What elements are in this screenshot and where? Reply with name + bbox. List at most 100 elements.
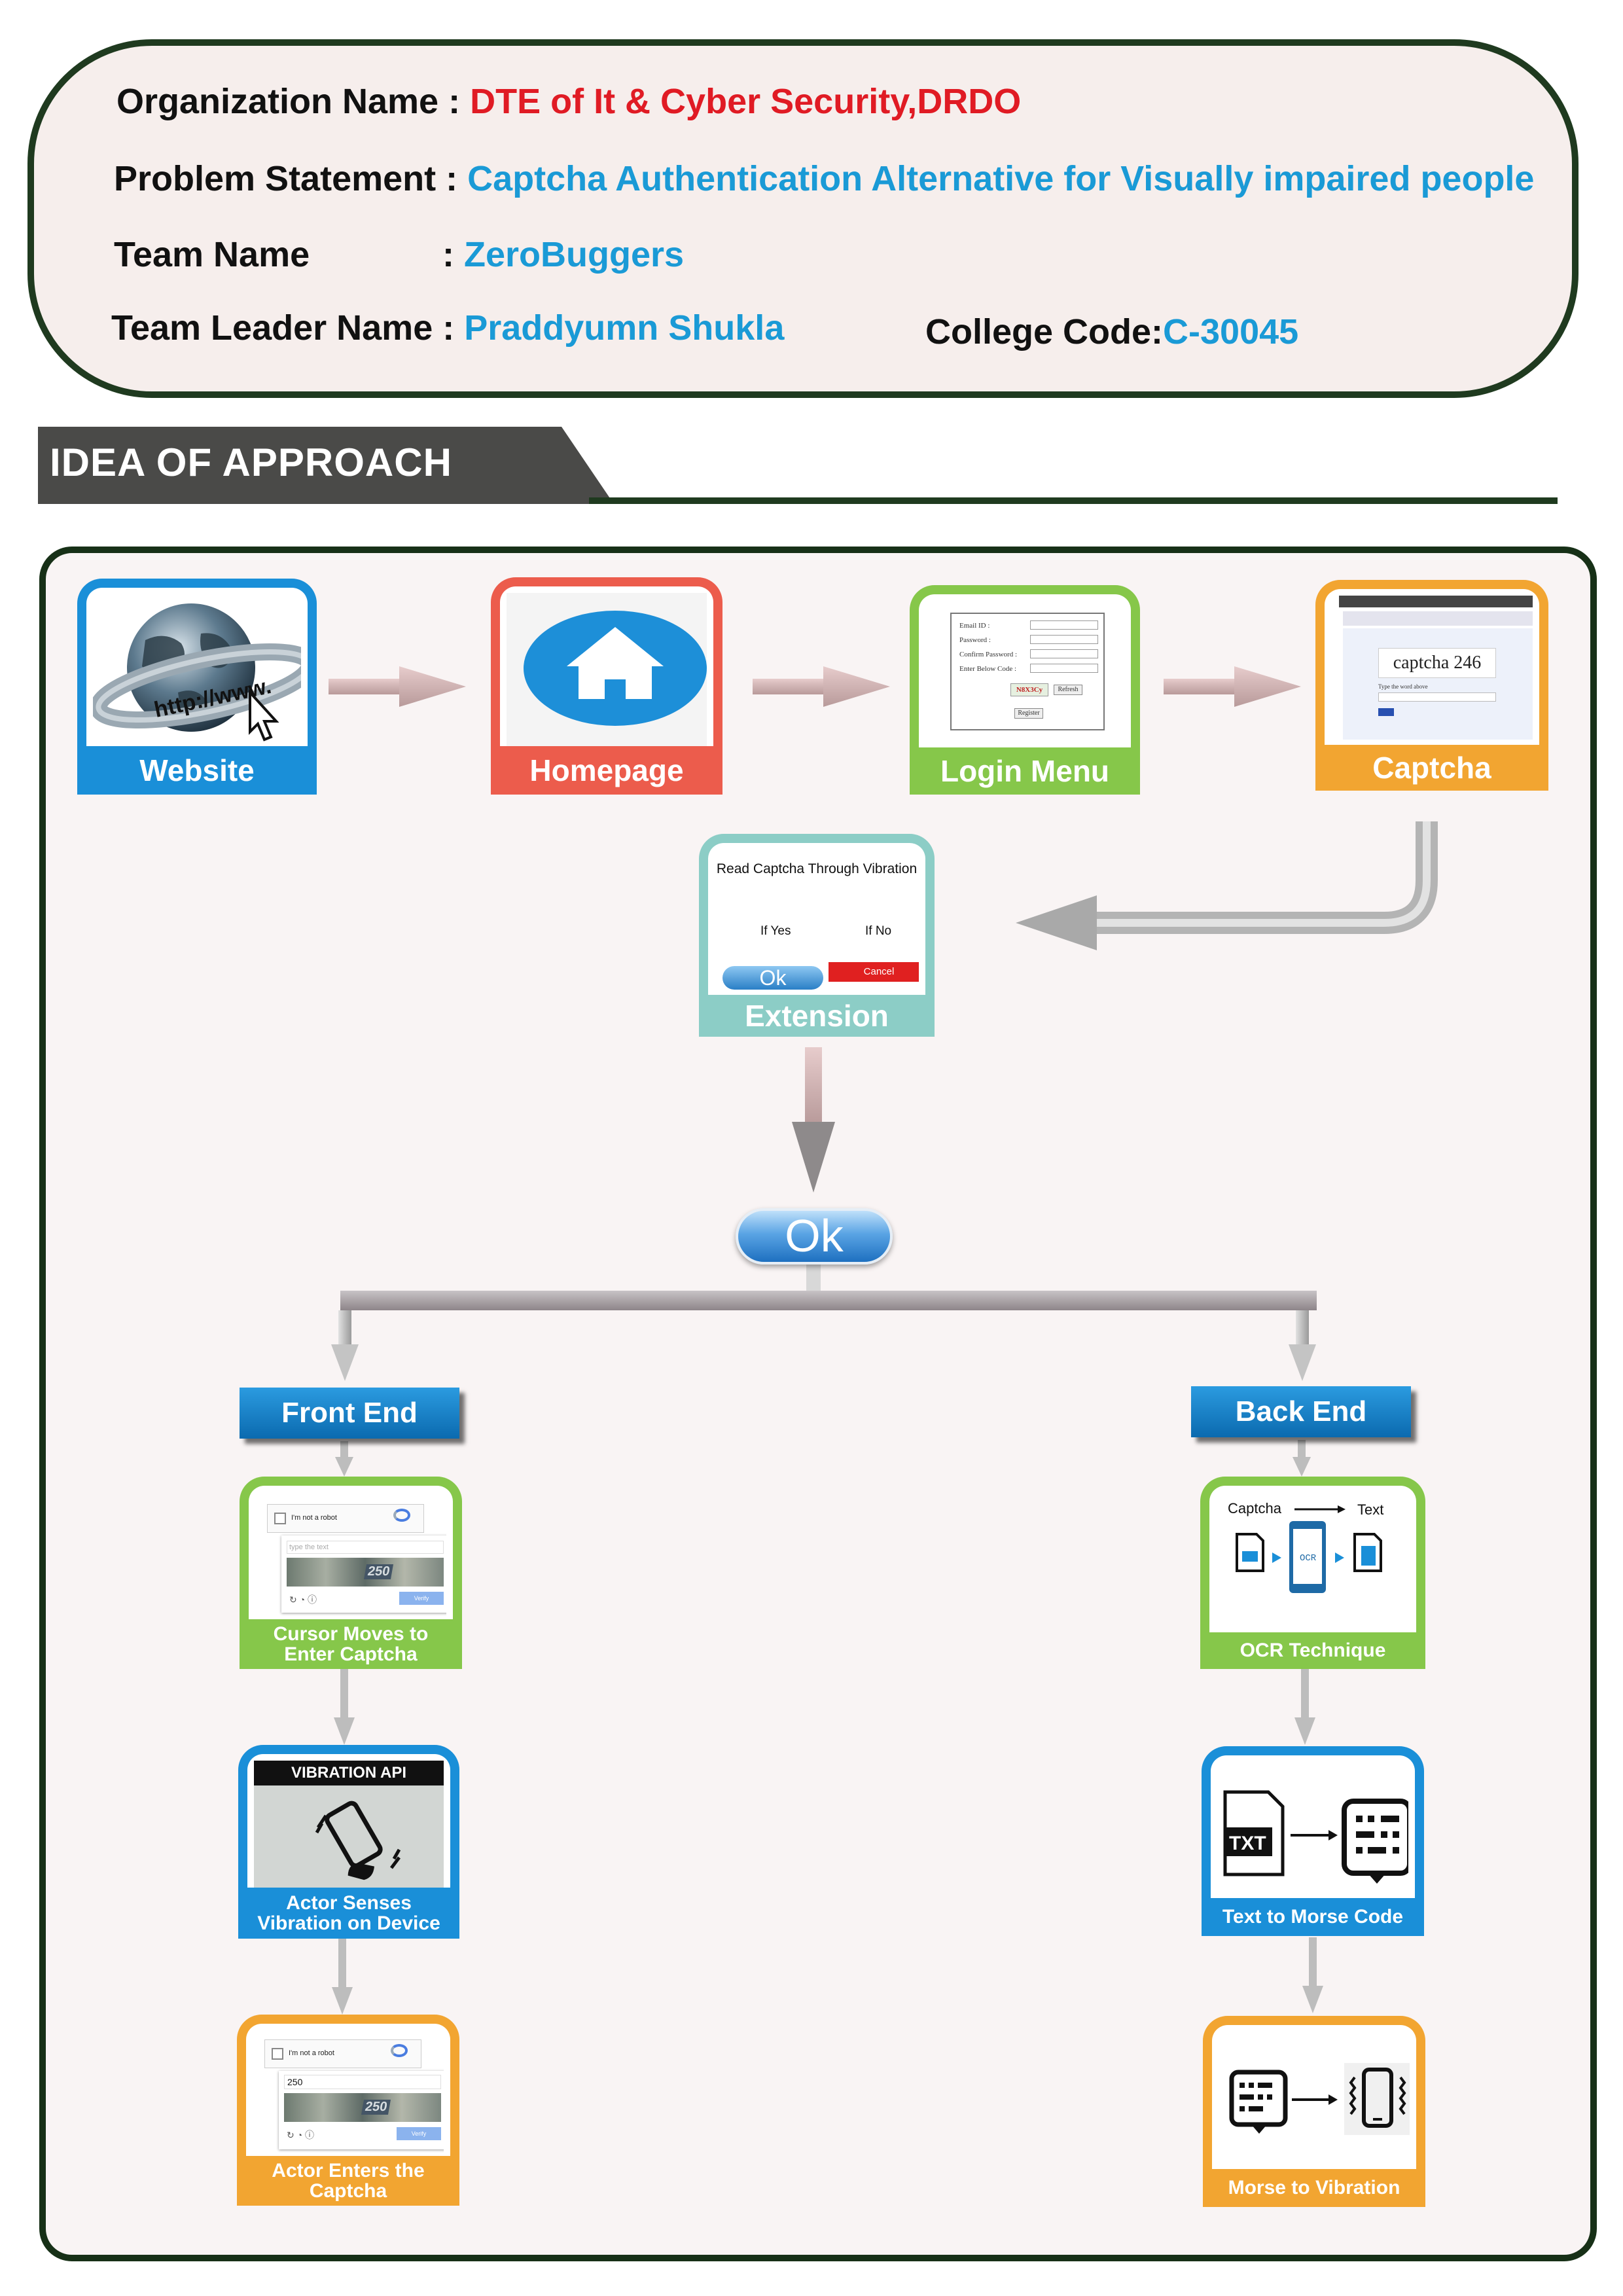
login-email-label: Email ID : — [959, 622, 990, 630]
problem-row: Problem Statement : Captcha Authenticati… — [114, 158, 1534, 199]
be-ocr-card[interactable]: Captcha Text OCR OCR Technique — [1200, 1477, 1425, 1669]
captcha-entered-field[interactable]: 250 — [284, 2075, 441, 2089]
arrow-to-backend — [1289, 1310, 1316, 1381]
extension-card[interactable]: Read Captcha Through Vibration If Yes If… — [699, 834, 935, 1037]
problem-label: Problem Statement : — [114, 159, 458, 198]
arrow-login-captcha — [1164, 666, 1301, 707]
front-end-header: Front End — [240, 1388, 459, 1439]
ocr-image: Captcha Text OCR — [1216, 1492, 1410, 1632]
login-form: Email ID : Password : Confirm Password :… — [950, 613, 1105, 730]
recaptcha-image-2: I'm not a robot 250 250 ↻ ◔ ⓘ Verify — [253, 2030, 444, 2156]
back-end-header: Back End — [1191, 1386, 1411, 1437]
login-password-label: Password : — [959, 636, 991, 644]
login-code-label: Enter Below Code : — [959, 665, 1017, 673]
website-card[interactable]: http://www. Website — [77, 579, 317, 795]
homepage-label: Homepage — [500, 746, 713, 795]
backend-step-arrows — [1293, 1440, 1323, 2013]
vibration-api-banner: VIBRATION API — [254, 1761, 444, 1785]
dialog-if-no: If No — [865, 924, 892, 938]
recaptcha-checkbox-2[interactable] — [272, 2048, 283, 2060]
captcha-type-field[interactable]: type the text — [287, 1541, 444, 1554]
recaptcha-checkbox-1[interactable] — [274, 1513, 286, 1524]
email-field[interactable] — [1030, 620, 1098, 630]
confirm-password-field[interactable] — [1030, 649, 1098, 658]
be-ocr-label: OCR Technique — [1209, 1632, 1416, 1669]
txt-to-morse-icon: TXT — [1223, 1790, 1408, 1884]
refresh-button[interactable]: Refresh — [1054, 685, 1082, 695]
ocr-text-label: Text — [1357, 1501, 1384, 1518]
morse-to-vibration-icon — [1229, 2063, 1410, 2135]
captcha-card[interactable]: captcha 246 Type the word above Captcha — [1315, 580, 1548, 791]
vibration-api-image: VIBRATION API — [254, 1761, 444, 1888]
fe-vibration-card[interactable]: VIBRATION API Actor Senses Vibration on … — [238, 1745, 459, 1939]
problem-value: Captcha Authentication Alternative for V… — [467, 159, 1535, 198]
captcha-photo-2: 250 — [284, 2093, 441, 2122]
arrow-extension-ok — [792, 1047, 835, 1193]
be-vibration-card[interactable]: Morse to Vibration — [1203, 2016, 1425, 2207]
captcha-hint: Type the word above — [1378, 683, 1428, 690]
captcha-topbar — [1339, 596, 1533, 607]
section-banner — [38, 427, 614, 504]
college-row: College Code:C-30045 — [925, 312, 1298, 352]
arrow-website-homepage — [329, 666, 466, 707]
fe-cursor-card[interactable]: I'm not a robot type the text 250 ↻ ◔ ⓘ … — [240, 1477, 462, 1669]
fe-enter-card[interactable]: I'm not a robot 250 250 ↻ ◔ ⓘ Verify Act… — [237, 2015, 459, 2206]
extension-label: Extension — [708, 995, 925, 1037]
captcha-text: captcha 246 — [1378, 648, 1496, 678]
recaptcha-popup-2: 250 250 ↻ ◔ ⓘ Verify — [279, 2071, 444, 2149]
fe-enter-label-2: Captcha — [309, 2180, 387, 2202]
dialog-cancel-button[interactable]: Cancel — [829, 962, 919, 982]
home-icon — [524, 611, 707, 726]
fe-cursor-label-2: Enter Captcha — [284, 1643, 418, 1665]
recaptcha-image-1: I'm not a robot type the text 250 ↻ ◔ ⓘ … — [255, 1492, 446, 1619]
morse-to-vibration-image — [1219, 2032, 1410, 2169]
refresh-audio-info-icons: ↻ ◔ ⓘ — [289, 1594, 317, 1605]
vibrating-phone-icon — [315, 1801, 401, 1880]
captcha-input[interactable] — [1378, 692, 1496, 702]
team-label: Team Name — [114, 235, 310, 274]
arrow-to-frontend — [331, 1310, 359, 1381]
fe-enter-label-1: Actor Enters the — [272, 2159, 425, 2181]
login-captcha-code: N8X3Cy — [1010, 683, 1048, 696]
code-field[interactable] — [1030, 664, 1098, 673]
password-field[interactable] — [1030, 635, 1098, 644]
org-label: Organization Name : — [116, 82, 461, 121]
recaptcha-not-robot-2: I'm not a robot — [289, 2049, 334, 2057]
be-morse-label: Text to Morse Code — [1211, 1898, 1415, 1936]
verify-button-1[interactable]: Verify — [399, 1592, 444, 1605]
captcha-photo-1: 250 — [287, 1558, 444, 1587]
home-image — [507, 593, 707, 746]
recaptcha-not-robot-1: I'm not a robot — [291, 1514, 337, 1522]
be-morse-card[interactable]: TXT Text to Morse Code — [1202, 1746, 1424, 1936]
fe-cursor-caption: Cursor Moves to Enter Captcha — [249, 1619, 453, 1669]
website-label: Website — [86, 746, 308, 795]
ocr-diagram-icon: OCR — [1236, 1505, 1382, 1593]
homepage-card[interactable]: Homepage — [491, 577, 722, 795]
recaptcha-box-2: I'm not a robot — [264, 2039, 421, 2068]
captcha-screen-image: captcha 246 Type the word above — [1331, 596, 1533, 745]
recaptcha-popup-1: type the text 250 ↻ ◔ ⓘ Verify — [281, 1535, 446, 1613]
ok-button[interactable]: Ok — [736, 1208, 893, 1265]
leader-row: Team Leader Name : Praddyumn Shukla — [111, 308, 784, 348]
captcha-go-button[interactable] — [1378, 708, 1394, 716]
login-menu-card[interactable]: Email ID : Password : Confirm Password :… — [910, 585, 1140, 795]
refresh-audio-info-icons-2: ↻ ◔ ⓘ — [287, 2130, 314, 2140]
be-vibration-label: Morse to Vibration — [1212, 2169, 1416, 2207]
split-connector — [340, 1263, 1317, 1310]
fe-vibration-caption: Actor Senses Vibration on Device — [247, 1888, 450, 1939]
org-value: DTE of It & Cyber Security,DRDO — [470, 82, 1022, 121]
frontend-step-arrows — [332, 1441, 355, 2015]
globe-image: http://www. — [93, 594, 301, 746]
fe-cursor-label-1: Cursor Moves to — [273, 1623, 429, 1645]
login-menu-label: Login Menu — [919, 747, 1131, 795]
dialog-ok-button[interactable]: Ok — [722, 966, 823, 990]
captcha-address-bar — [1343, 611, 1533, 626]
ocr-phone-text: OCR — [1300, 1553, 1317, 1564]
register-button[interactable]: Register — [1014, 708, 1043, 719]
leader-label: Team Leader Name : — [111, 308, 455, 348]
leader-value: Praddyumn Shukla — [464, 308, 785, 348]
recaptcha-box-1: I'm not a robot — [267, 1504, 424, 1533]
verify-button-2[interactable]: Verify — [397, 2127, 441, 2140]
txt-to-morse-image: TXT — [1217, 1762, 1408, 1898]
